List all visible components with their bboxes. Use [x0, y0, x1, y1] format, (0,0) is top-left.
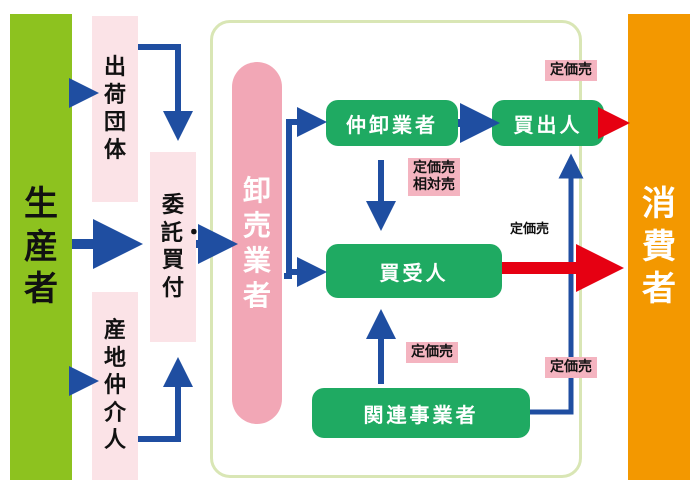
collector-label: 産地仲介人: [103, 318, 126, 454]
producer-label: 生産者: [23, 184, 58, 310]
middle-wholesaler-box: 仲卸業者: [326, 100, 458, 146]
middle-wholesaler-label: 仲卸業者: [346, 112, 438, 137]
producer-box: 生産者: [10, 14, 72, 480]
related-business-label: 関連事業者: [363, 402, 479, 427]
collector-box: 産地仲介人: [92, 292, 138, 480]
tag-fixed-right: 定価売: [545, 357, 597, 378]
buyer-box: 買受人: [326, 244, 502, 298]
shipper-label: 出荷団体: [103, 55, 126, 163]
arrow-related-buyerout: [530, 153, 584, 415]
consumer-box: 消費者: [628, 14, 690, 480]
shipper-box: 出荷団体: [92, 16, 138, 202]
wholesaler-label: 卸売業者: [242, 174, 271, 312]
buyer-label: 買受人: [379, 260, 449, 285]
wholesaler-box: 卸売業者: [232, 62, 282, 424]
consign-box: 委託・買付: [150, 152, 205, 342]
tag-fixed-related-up: 定価売: [406, 342, 458, 363]
tag-fixed-relative: 定価売 相対売: [408, 158, 460, 196]
related-business-box: 関連事業者: [312, 388, 530, 438]
consumer-label: 消費者: [641, 184, 676, 310]
arrow-shipper-consign: [138, 44, 193, 141]
label-fixed-plain: 定価売: [510, 222, 550, 237]
tag-fixed-top: 定価売: [545, 60, 597, 81]
buyer-out-label: 買出人: [513, 112, 583, 137]
arrow-collector-consign: [138, 357, 193, 442]
arrow-wholesaler-mid: [284, 107, 327, 279]
buyer-out-box: 買出人: [492, 100, 604, 146]
